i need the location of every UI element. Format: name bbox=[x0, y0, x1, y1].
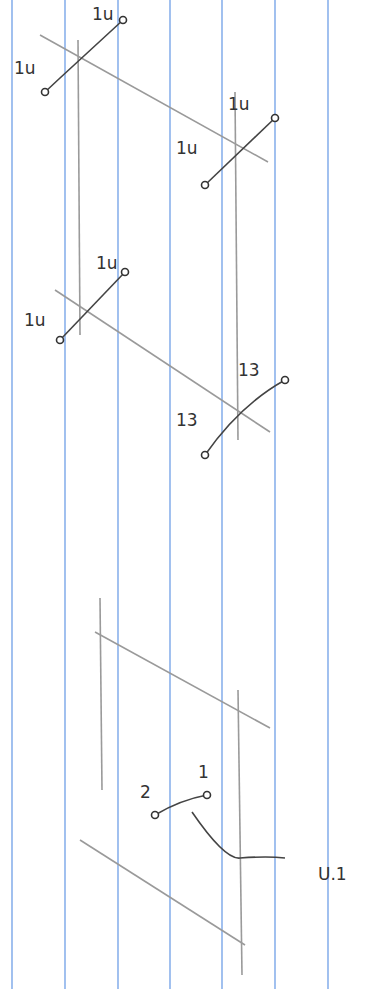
handwritten-label: 1u bbox=[92, 6, 114, 23]
handwritten-label: U.1 bbox=[318, 866, 347, 883]
handwritten-label: 1u bbox=[176, 140, 198, 157]
handwritten-label: 1u bbox=[24, 312, 46, 329]
handwritten-label: 13 bbox=[238, 362, 260, 379]
handwritten-label: 1u bbox=[96, 255, 118, 272]
pencil-strokes bbox=[45, 20, 285, 858]
handwritten-label: 2 bbox=[140, 784, 151, 801]
handwritten-label: 1u bbox=[14, 60, 36, 77]
pencil-frame bbox=[40, 35, 270, 975]
handwritten-label: 1u bbox=[228, 96, 250, 113]
terminal-dots bbox=[42, 17, 289, 819]
handwritten-label: 13 bbox=[176, 412, 198, 429]
handwritten-label: 1 bbox=[198, 764, 209, 781]
ruled-lines bbox=[12, 0, 328, 989]
